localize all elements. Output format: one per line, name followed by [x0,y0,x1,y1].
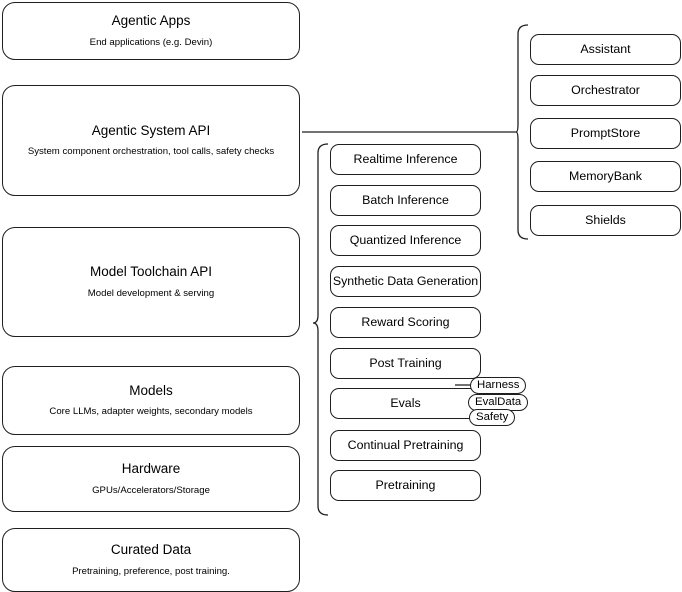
toolchain-chip-reward-scoring[interactable]: Reward Scoring [330,307,481,338]
chip-label: PromptStore [570,125,641,140]
layer-box-hardware[interactable]: Hardware GPUs/Accelerators/Storage [2,446,300,512]
layer-box-agentic-system-api[interactable]: Agentic System API System component orch… [2,85,300,196]
layer-box-curated-data[interactable]: Curated Data Pretraining, preference, po… [2,528,300,592]
chip-label: Batch Inference [362,192,449,207]
chip-label: Orchestrator [571,82,640,97]
layer-subtitle: System component orchestration, tool cal… [27,146,275,158]
chip-label: Quantized Inference [349,232,462,247]
evals-tag-harness[interactable]: Harness [470,377,527,394]
chip-label: Reward Scoring [361,314,450,329]
layer-subtitle: Core LLMs, adapter weights, secondary mo… [49,406,253,418]
chip-label: Synthetic Data Generation [332,273,479,288]
toolchain-chip-pretraining[interactable]: Pretraining [330,470,481,501]
system-chip-shields[interactable]: Shields [530,205,681,236]
toolchain-chip-realtime-inference[interactable]: Realtime Inference [330,144,481,175]
toolchain-chip-post-training[interactable]: Post Training [330,348,481,379]
layer-box-models[interactable]: Models Core LLMs, adapter weights, secon… [2,366,300,435]
chip-label: Evals [390,395,421,410]
pill-label: Safety [476,410,509,423]
toolchain-chip-evals[interactable]: Evals [330,388,481,419]
system-chip-orchestrator[interactable]: Orchestrator [530,75,681,106]
toolchain-chip-batch-inference[interactable]: Batch Inference [330,185,481,216]
layer-subtitle: GPUs/Accelerators/Storage [92,484,210,496]
layer-title: Model Toolchain API [89,264,213,280]
system-chip-memorybank[interactable]: MemoryBank [530,161,681,192]
chip-label: Pretraining [375,477,436,492]
layer-subtitle: Pretraining, preference, post training. [72,565,230,577]
pill-label: Harness [477,378,520,391]
chip-label: MemoryBank [569,168,642,183]
bracket-system-components [515,24,529,240]
layer-title: Models [129,382,173,398]
chip-label: Assistant [580,41,631,56]
toolchain-chip-continual-pretraining[interactable]: Continual Pretraining [330,430,481,461]
chip-label: Post Training [369,355,442,370]
evals-tag-safety[interactable]: Safety [469,409,516,426]
system-chip-promptstore[interactable]: PromptStore [530,118,681,149]
system-chip-assistant[interactable]: Assistant [530,34,681,65]
layer-title: Agentic Apps [111,13,191,29]
chip-label: Continual Pretraining [347,437,464,452]
layer-title: Agentic System API [91,122,211,138]
chip-label: Shields [585,212,626,227]
layer-subtitle: Model development & serving [87,287,215,299]
chip-label: Realtime Inference [353,151,458,166]
layer-box-model-toolchain-api[interactable]: Model Toolchain API Model development & … [2,227,300,337]
bracket-toolchain-components [312,143,329,516]
layer-title: Curated Data [110,542,192,558]
toolchain-chip-quantized-inference[interactable]: Quantized Inference [330,225,481,256]
toolchain-chip-synthetic-data-generation[interactable]: Synthetic Data Generation [330,266,481,297]
pill-label: EvalData [475,395,522,408]
layer-subtitle: End applications (e.g. Devin) [89,36,213,48]
layer-title: Hardware [121,461,181,477]
layer-box-agentic-apps[interactable]: Agentic Apps End applications (e.g. Devi… [2,2,300,60]
